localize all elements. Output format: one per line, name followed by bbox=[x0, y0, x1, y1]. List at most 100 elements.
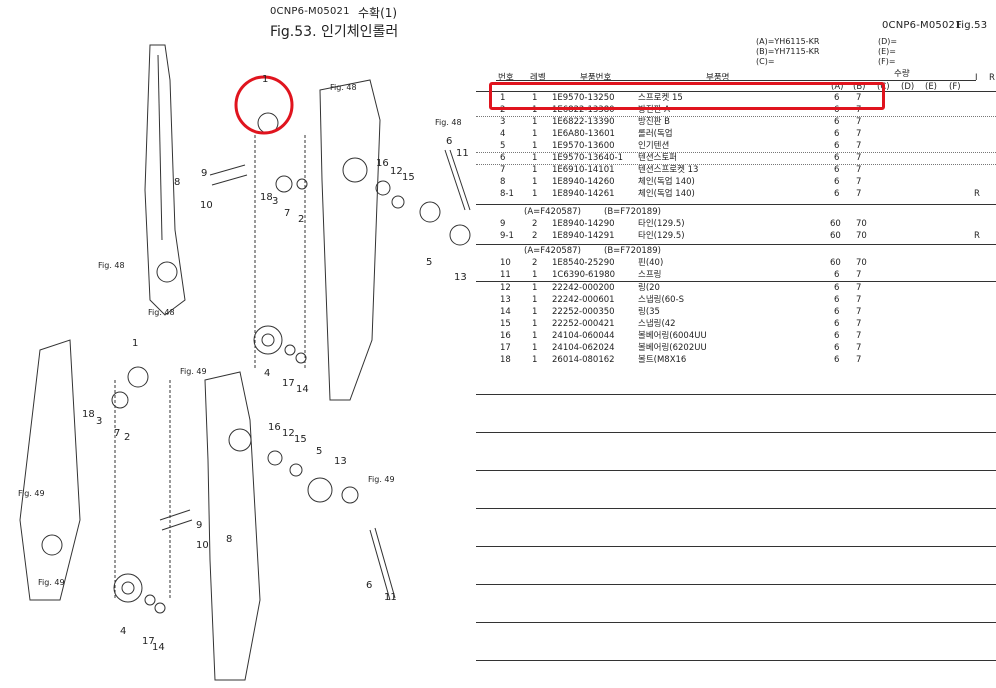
frame-edge bbox=[157, 54, 163, 241]
figure-title: Fig.53. 인기체인롤러 bbox=[270, 24, 399, 40]
empty-row-rule bbox=[476, 432, 996, 433]
callout-18: 18 bbox=[260, 192, 273, 203]
model-legend: (A)=YH6115-KR (B)=YH7115-KR (C)= bbox=[756, 37, 819, 67]
callout-4: 4 bbox=[264, 368, 270, 379]
callout-10: 10 bbox=[196, 540, 209, 551]
col-no: 번호 bbox=[498, 73, 514, 83]
callout-8: 8 bbox=[226, 534, 232, 545]
callout-15: 15 bbox=[402, 172, 415, 183]
callout-12: 12 bbox=[390, 166, 403, 177]
model-b: (B)=YH7115-KR bbox=[756, 47, 820, 56]
callout-2: 2 bbox=[124, 432, 130, 443]
doc-code-right: 0CNP6-M05021 bbox=[882, 20, 962, 31]
col-name: 부품명 bbox=[706, 73, 730, 83]
tension-sprocket-upper bbox=[275, 175, 293, 193]
group-rule bbox=[476, 244, 996, 245]
lower-roller-left bbox=[156, 261, 178, 283]
col-level: 레벨 bbox=[530, 73, 546, 83]
model-legend-right: (D)= (E)= (F)= bbox=[878, 37, 897, 67]
callout-8: 8 bbox=[174, 177, 180, 188]
callout-6: 6 bbox=[366, 580, 372, 591]
callout-14: 14 bbox=[152, 642, 165, 653]
callout-9: 9 bbox=[196, 520, 202, 531]
col-i: I bbox=[975, 73, 978, 83]
callout-9: 9 bbox=[201, 168, 207, 179]
empty-row-rule bbox=[476, 660, 996, 661]
header-rule bbox=[476, 91, 996, 92]
callout-13: 13 bbox=[454, 272, 467, 283]
callout-6: 6 bbox=[446, 136, 452, 147]
col-qty-d: (D) bbox=[901, 82, 915, 92]
model-c: (C)= bbox=[756, 57, 775, 66]
callout-17: 17 bbox=[142, 636, 155, 647]
callout-7: 7 bbox=[114, 428, 120, 439]
highlight-circle bbox=[234, 75, 294, 135]
model-f: (F)= bbox=[878, 57, 896, 66]
callout-2: 2 bbox=[298, 214, 304, 225]
callout-15: 15 bbox=[294, 434, 307, 445]
right-case-upper bbox=[319, 79, 381, 401]
callout-7: 7 bbox=[284, 208, 290, 219]
roller-lower bbox=[113, 573, 143, 603]
col-qty-a: (A) bbox=[831, 82, 844, 92]
model-d: (D)= bbox=[878, 37, 898, 46]
callout-11: 11 bbox=[456, 148, 469, 159]
col-part-no: 부품번호 bbox=[580, 73, 612, 83]
serial-note: (A=F420587)(B=F720189) bbox=[524, 246, 661, 256]
model-a: (A)=YH6115-KR bbox=[756, 37, 820, 46]
chain-path-lower bbox=[114, 380, 171, 600]
callout-3: 3 bbox=[272, 196, 278, 207]
callout-3: 3 bbox=[96, 416, 102, 427]
callout-13: 13 bbox=[334, 456, 347, 467]
section-title: 수확(1) bbox=[358, 6, 398, 20]
callout-5: 5 bbox=[426, 257, 432, 268]
col-qty-e: (E) bbox=[925, 82, 938, 92]
callout-17: 17 bbox=[282, 378, 295, 389]
fig49-label: Fig. 49 bbox=[18, 489, 45, 498]
serial-note: (A=F420587)(B=F720189) bbox=[524, 207, 661, 217]
callout-1: 1 bbox=[262, 74, 268, 85]
callout-11: 11 bbox=[384, 592, 397, 603]
exploded-diagram: Fig. 48 Fig. 48 Fig. 48 Fig. 48 Fig. 49 … bbox=[18, 44, 471, 681]
group-rule bbox=[476, 204, 996, 205]
callout-14: 14 bbox=[296, 384, 309, 395]
sprocket-lower bbox=[127, 366, 149, 388]
empty-row-rule bbox=[476, 584, 996, 585]
empty-row-rule bbox=[476, 470, 996, 471]
fig48-label: Fig. 48 bbox=[330, 83, 357, 92]
callout-4: 4 bbox=[120, 626, 126, 637]
fig49-label: Fig. 49 bbox=[180, 367, 207, 376]
fig48-label: Fig. 48 bbox=[148, 308, 175, 317]
fig49-label: Fig. 49 bbox=[368, 475, 395, 484]
highlight-box bbox=[489, 82, 885, 110]
doc-code-left: 0CNP6-M05021 bbox=[270, 6, 350, 17]
fig48-label: Fig. 48 bbox=[98, 261, 125, 270]
callout-5: 5 bbox=[316, 446, 322, 457]
model-e: (E)= bbox=[878, 47, 896, 56]
callout-10: 10 bbox=[200, 200, 213, 211]
row-divider bbox=[476, 164, 996, 165]
left-frame-lower bbox=[19, 339, 81, 601]
empty-row-rule bbox=[476, 622, 996, 623]
chain-path-upper bbox=[254, 135, 306, 370]
header-rule-top bbox=[496, 80, 976, 81]
col-qty-f: (F) bbox=[949, 82, 961, 92]
col-qty: 수량 bbox=[894, 69, 910, 79]
